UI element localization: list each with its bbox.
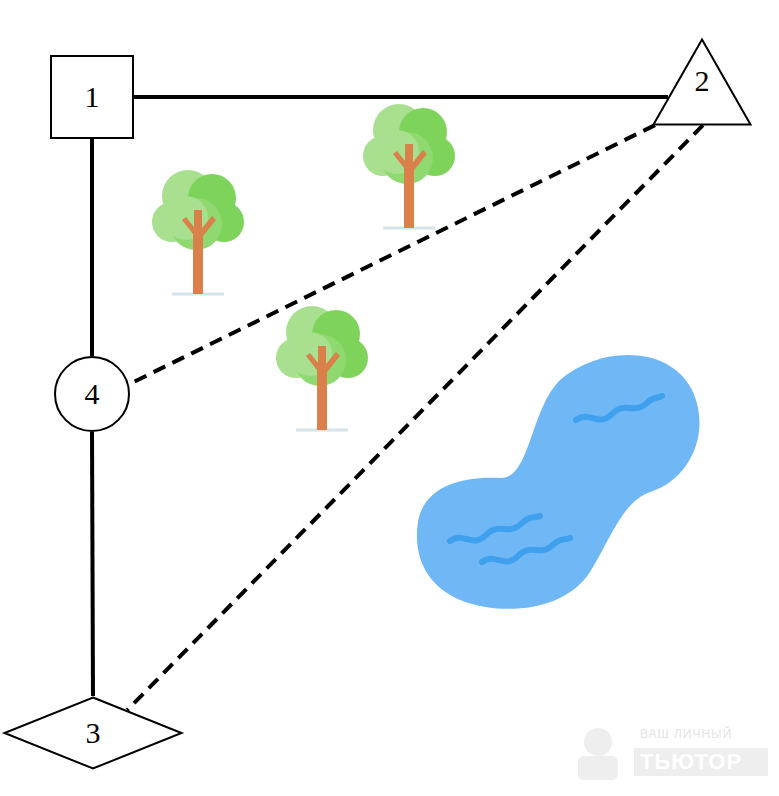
node-number: 1 [85, 82, 100, 112]
solid-line [92, 432, 93, 696]
lake [417, 355, 700, 609]
watermark: ТЬЮТОР [640, 749, 742, 775]
solid-line [90, 139, 94, 356]
watermark-plate [634, 748, 768, 776]
circle-node: 4 [54, 356, 130, 432]
tree [363, 104, 455, 228]
diamond-node: 3 [3, 696, 183, 770]
lake-waves [450, 396, 662, 562]
tree [152, 170, 244, 294]
solid-line [134, 95, 668, 99]
watermark-icon [578, 728, 618, 780]
watermark: ВАШ ЛИЧНЫЙ [640, 727, 732, 741]
node-number: 3 [86, 718, 101, 748]
node-number: 4 [85, 379, 100, 409]
square-node: 1 [50, 55, 134, 139]
tree [276, 306, 368, 430]
dashed-line [128, 125, 655, 385]
dashed-line [127, 125, 703, 710]
triangle-node: 2 [652, 38, 752, 126]
node-number: 2 [695, 66, 710, 96]
